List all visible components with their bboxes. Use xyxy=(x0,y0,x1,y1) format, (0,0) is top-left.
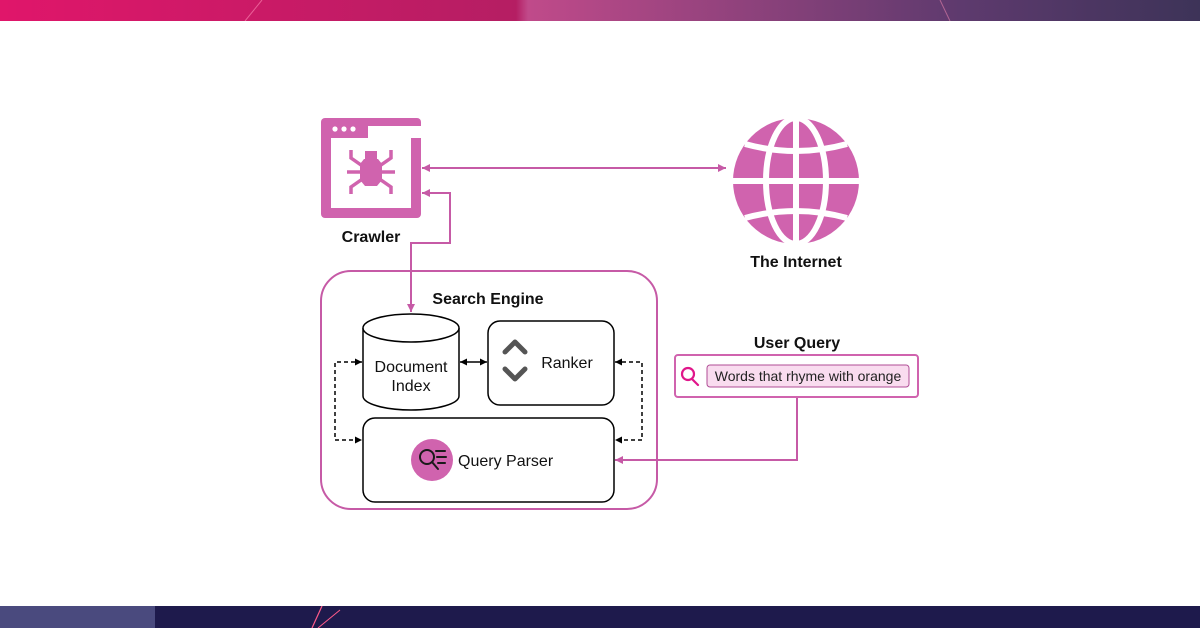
edge-index-parser xyxy=(334,358,362,444)
crawler-label: Crawler xyxy=(341,229,401,246)
globe-icon xyxy=(733,115,859,247)
search-engine-label: Search Engine xyxy=(432,291,544,308)
edge-ranker-parser xyxy=(615,358,643,444)
search-filter-icon xyxy=(411,439,453,481)
top-banner xyxy=(0,0,1200,21)
edge-query-parser xyxy=(615,398,798,464)
ranker-label: Ranker xyxy=(541,355,593,372)
query-parser-label: Query Parser xyxy=(458,453,554,470)
internet-label: The Internet xyxy=(750,254,842,271)
document-index-node xyxy=(362,313,460,411)
spider-window-icon xyxy=(321,118,421,218)
user-query-label: User Query xyxy=(753,335,841,352)
edge-crawler-index xyxy=(407,189,451,312)
search-icon xyxy=(680,366,700,387)
query-parser-node xyxy=(362,417,615,503)
document-index-line2: Index xyxy=(391,378,431,395)
document-index-line1: Document xyxy=(374,359,448,376)
user-query-field-bg xyxy=(706,364,910,388)
document-index-text: Document Index xyxy=(363,358,459,396)
bottom-banner xyxy=(0,606,1200,628)
user-query-input[interactable]: Words that rhyme with orange xyxy=(714,368,902,384)
search-engine-container xyxy=(320,270,658,510)
chevron-up-down-icon xyxy=(502,339,528,382)
ranker-node xyxy=(487,320,615,406)
